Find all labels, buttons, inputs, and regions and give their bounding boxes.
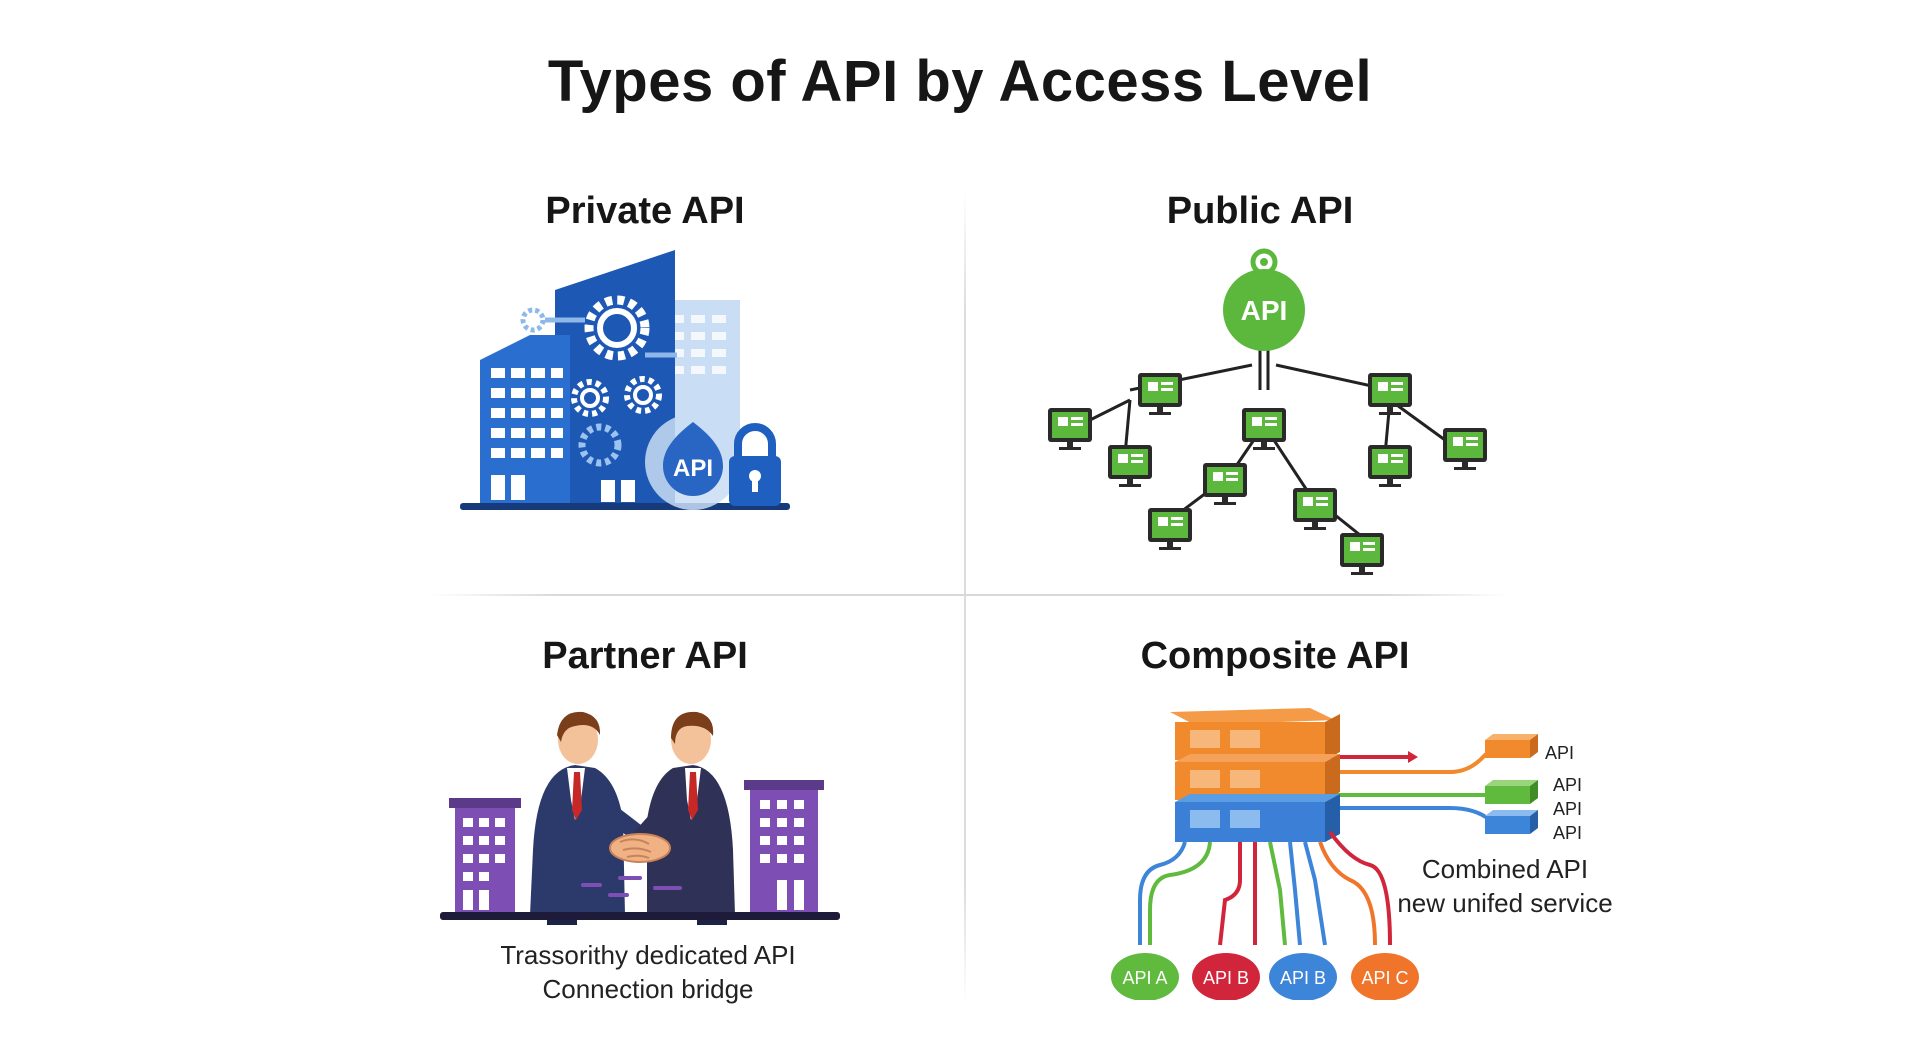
monitor-icon [1293,488,1337,530]
output-label-3: API [1553,799,1583,819]
composite-caption-line-1: Combined API [1421,854,1589,884]
api-cube-icon [1485,780,1538,804]
private-api-title: Private API [545,190,745,232]
api-node: API [1223,248,1305,351]
source-api-b-blue: API B [1269,953,1337,1000]
monitor-icon [1340,533,1384,575]
vertical-divider [964,190,966,1005]
monitor-icon [1368,445,1412,487]
partner-api-illustration [440,711,840,925]
output-label-2: API [1553,775,1583,795]
partner-api-caption: Trassorithy dedicated API Connection bri… [500,938,795,1006]
partner-api-title: Partner API [542,635,748,677]
lock-icon [729,423,781,506]
monitor-icon [1148,508,1192,550]
public-api-title: Public API [1166,190,1354,232]
api-cube-icon [1485,734,1538,758]
partner-caption-line-2: Connection bridge [542,974,754,1004]
businessman-icon [625,711,735,925]
private-api-illustration: API [460,250,790,510]
monitor-icon [1108,445,1152,487]
gear-icon [571,295,662,467]
composite-api-caption: Combined API new unifed service [1397,852,1612,920]
horizontal-divider [430,594,1510,596]
private-api-badge-label: API [673,455,713,482]
composite-api-title: Composite API [1140,635,1410,677]
composite-caption-line-2: new unifed service [1397,888,1613,918]
api-badge: API [645,414,741,510]
public-api-badge-label: API [1241,295,1288,326]
building-icon [744,780,824,915]
partner-caption-line-1: Trassorithy dedicated API [500,940,796,970]
building-icon [460,250,790,510]
page-title: Types of API by Access Level [547,49,1373,114]
businessman-icon [530,711,660,925]
server-stack-icon [1170,708,1340,842]
handshake-icon [609,833,671,863]
source-api-c: API C [1351,953,1419,1000]
composite-api-illustration: API A API B API B API C [1111,708,1538,1000]
monitor-icon [1368,373,1412,415]
public-api-monitors [1048,373,1487,575]
monitor-icon [1443,428,1487,470]
building-icon [449,798,521,915]
source-label-c: API C [1361,968,1408,988]
api-cube-icon [1485,810,1538,834]
monitor-icon [1048,408,1092,450]
source-api-a: API A [1111,953,1179,1000]
gear-icon [520,307,677,358]
output-label-4: API [1553,823,1583,843]
output-label-1: API [1545,743,1575,763]
source-api-b-red: API B [1192,953,1260,1000]
source-label-b-red: API B [1203,968,1249,988]
monitor-icon [1203,463,1247,505]
source-label-a: API A [1122,968,1167,988]
monitor-icon [1242,408,1286,450]
connection-bridge [581,876,682,897]
source-label-b-blue: API B [1280,968,1326,988]
monitor-icon [1138,373,1182,415]
